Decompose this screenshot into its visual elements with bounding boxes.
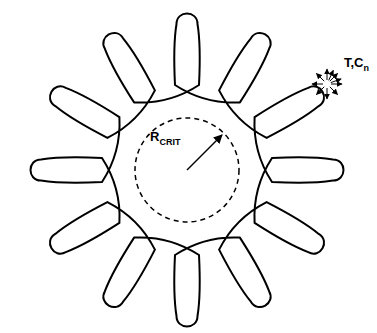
critical-radius-circle <box>135 118 239 222</box>
symbol-text: R <box>150 129 159 144</box>
flux-arrow <box>327 69 328 80</box>
dendrite-outline <box>31 14 344 327</box>
radius-arrow <box>187 135 222 170</box>
flux-arrow <box>329 70 334 80</box>
flux-arrow <box>327 88 328 99</box>
flux-arrow <box>331 84 342 85</box>
subscript-text: CRIT <box>159 137 180 147</box>
symbol-text: T,C <box>344 55 364 70</box>
critical-radius-label: RCRIT <box>150 128 180 144</box>
flux-arrow <box>331 79 341 83</box>
flux-arrow <box>316 73 324 81</box>
flux-arrow <box>312 84 323 85</box>
flux-arrows <box>312 69 342 99</box>
flux-arrow <box>316 87 324 95</box>
subscript-text: n <box>364 63 370 73</box>
tip-label: T,Cn <box>344 54 369 70</box>
flux-arrow <box>330 87 338 95</box>
